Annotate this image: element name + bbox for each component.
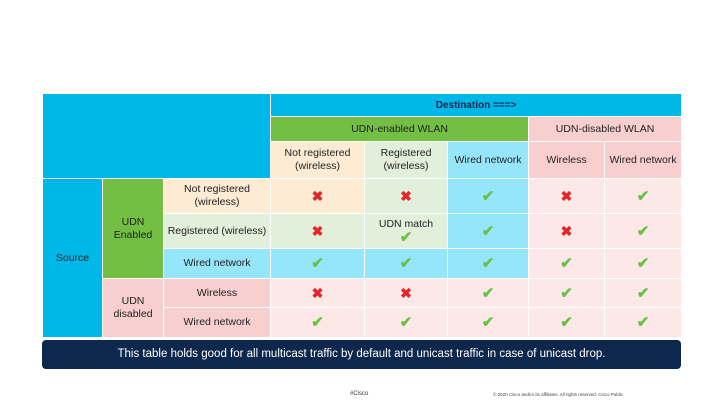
allow-icon: ✔ (604, 307, 683, 338)
allow-icon: ✔ (528, 248, 606, 279)
group-udn-enabled: UDN Enabled (102, 178, 164, 279)
allow-icon: ✔ (447, 248, 530, 279)
udn-disabled-wlan-header: UDN-disabled WLAN (528, 116, 683, 142)
udn-enabled-wlan-header: UDN-enabled WLAN (270, 116, 530, 142)
allow-icon: ✔ (447, 178, 530, 214)
allow-icon: ✔ (399, 229, 413, 246)
destination-header: Destination ===> (270, 93, 683, 117)
column-header: Registered (wireless) (364, 141, 449, 179)
allow-icon: ✔ (270, 307, 366, 338)
allow-icon: ✔ (447, 307, 530, 338)
udn-match-cell: UDN match✔ (364, 213, 449, 249)
allow-icon: ✔ (528, 278, 606, 308)
row-label: Wireless (162, 278, 272, 308)
hashtag: #Cisco (350, 391, 369, 397)
allow-icon: ✔ (447, 278, 530, 308)
deny-icon: ✖ (364, 278, 449, 308)
allow-icon: ✔ (364, 248, 449, 279)
column-header: Wired network (447, 141, 530, 179)
deny-icon: ✖ (528, 213, 606, 249)
row-label: Registered (wireless) (162, 213, 272, 249)
allow-icon: ✔ (604, 248, 683, 279)
deny-icon: ✖ (270, 278, 366, 308)
copyright: © 2020 Cisco and/or its affiliates. All … (493, 392, 624, 397)
deny-icon: ✖ (528, 178, 606, 214)
column-header: Wireless (528, 141, 606, 179)
row-label: Wired network (162, 307, 272, 338)
allow-icon: ✔ (364, 307, 449, 338)
allow-icon: ✔ (604, 278, 683, 308)
deny-icon: ✖ (270, 178, 366, 214)
deny-icon: ✖ (270, 213, 366, 249)
source-label: Source (42, 178, 103, 338)
allow-icon: ✔ (270, 248, 366, 279)
group-udn-disabled: UDN disabled (102, 278, 164, 338)
column-header: Not registered (wireless) (270, 141, 366, 179)
note-banner: This table holds good for all multicast … (42, 340, 681, 369)
udn-match-note: UDN match (378, 218, 434, 230)
allow-icon: ✔ (447, 213, 530, 249)
allow-icon: ✔ (604, 178, 683, 214)
allow-icon: ✔ (528, 307, 606, 338)
row-label: Not registered (wireless) (162, 178, 272, 214)
row-label: Wired network (162, 248, 272, 279)
deny-icon: ✖ (364, 178, 449, 214)
column-header: Wired network (604, 141, 683, 179)
corner-cell (41, 93, 272, 179)
udn-matrix-table: Destination ===> UDN-enabled WLAN UDN-di… (41, 93, 683, 338)
allow-icon: ✔ (604, 213, 683, 249)
